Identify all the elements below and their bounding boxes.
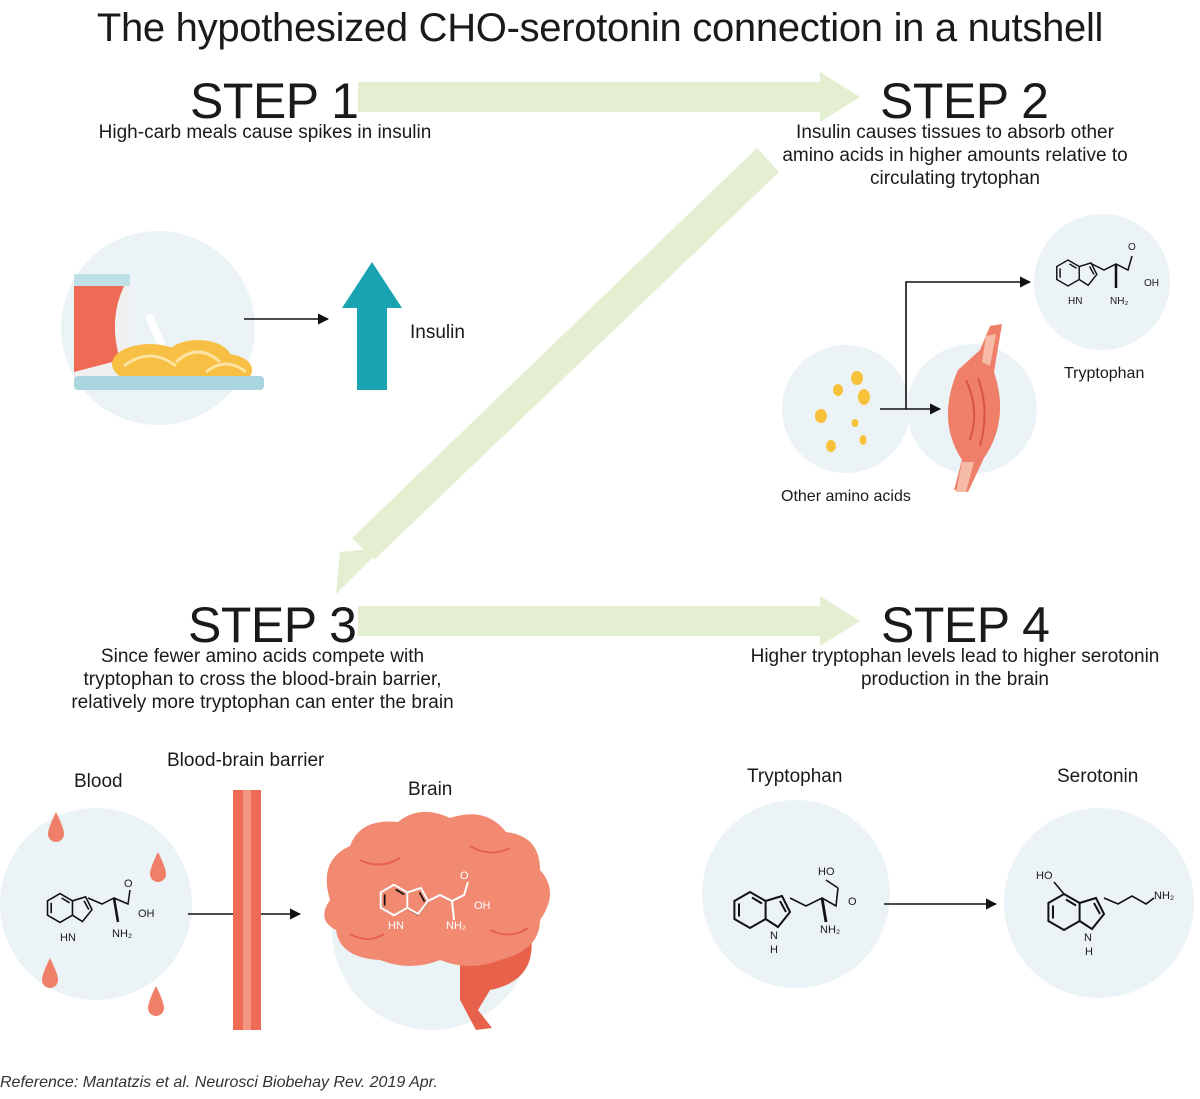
muscle-icon <box>947 324 1002 492</box>
flow-arrow-step1-to-step2 <box>358 72 860 122</box>
tryptophan-molecule-blood <box>46 889 131 924</box>
amino-acid-dots <box>815 371 870 452</box>
chem-o-step2: O <box>1128 242 1136 253</box>
tryptophan-label-step2: Tryptophan <box>1064 365 1145 382</box>
chem-ho-serotonin: HO <box>1036 870 1053 882</box>
chem-h-step4: H <box>770 944 778 956</box>
chem-oh-blood: OH <box>138 908 155 920</box>
chem-oh-step2: OH <box>1144 278 1159 289</box>
chem-o-step4: O <box>848 896 857 908</box>
tryptophan-molecule-step4 <box>733 879 839 929</box>
step4-description: Higher tryptophan levels lead to higher … <box>750 646 1160 690</box>
chem-nh2-blood: NH₂ <box>112 928 133 940</box>
tryptophan-molecule-brain <box>379 881 469 921</box>
tryptophan-molecule-step2 <box>1056 255 1133 288</box>
blood-label: Blood <box>74 771 123 792</box>
chem-nh2-brain: NH₂ <box>446 920 467 932</box>
amino-acids-circle <box>782 345 910 473</box>
blood-brain-barrier-bar <box>233 790 261 1030</box>
chem-h-serotonin: H <box>1085 946 1093 958</box>
blood-drop-icons <box>42 812 166 1016</box>
chem-ho-step4: HO <box>818 866 835 878</box>
chem-o-brain: O <box>460 870 469 882</box>
tryptophan-circle-step2 <box>1034 214 1170 350</box>
brain-icon <box>324 811 550 1030</box>
chem-hn-brain: HN <box>388 920 404 932</box>
step3-description: Since fewer amino acids compete with try… <box>71 646 454 713</box>
flow-arrow-step3-to-step4 <box>358 596 860 646</box>
chem-o-blood: O <box>124 878 133 890</box>
other-amino-acids-label: Other amino acids <box>781 488 911 505</box>
serotonin-molecule <box>1047 881 1155 931</box>
step4-heading: STEP 4 <box>881 597 1050 653</box>
tryptophan-label-step4: Tryptophan <box>747 766 843 787</box>
page-title: The hypothesized CHO-serotonin connectio… <box>96 6 1104 50</box>
flow-arrow-step2-to-step3 <box>336 148 779 594</box>
step3-heading: STEP 3 <box>188 597 357 653</box>
chem-hn-step2: HN <box>1068 296 1083 307</box>
reference-citation: Reference: Mantatzis et al. Neurosci Bio… <box>0 1074 438 1091</box>
chem-nh2-serotonin: NH₂ <box>1154 890 1175 902</box>
chem-hn-blood: HN <box>60 932 76 944</box>
insulin-label: Insulin <box>410 322 465 343</box>
blood-brain-barrier-label: Blood-brain barrier <box>167 750 325 771</box>
insulin-up-arrow-icon <box>342 262 402 390</box>
blood-circle <box>0 808 192 1000</box>
chem-n-serotonin: N <box>1084 932 1092 944</box>
step1-description: High-carb meals cause spikes in insulin <box>98 122 432 143</box>
step2-description: Insulin causes tissues to absorb other a… <box>782 122 1128 189</box>
tryptophan-circle-step4 <box>702 800 890 988</box>
chem-nh2-step4: NH₂ <box>820 924 841 936</box>
step1-heading: STEP 1 <box>190 73 359 129</box>
chem-nh2-step2: NH₂ <box>1110 296 1129 307</box>
chem-n-step4: N <box>770 930 778 942</box>
brain-label: Brain <box>408 779 453 800</box>
step2-heading: STEP 2 <box>880 73 1049 129</box>
tryptophan-branch-arrow <box>880 276 1032 410</box>
meal-illustration <box>61 231 264 425</box>
serotonin-label: Serotonin <box>1057 766 1139 787</box>
chem-oh-brain: OH <box>474 900 491 912</box>
